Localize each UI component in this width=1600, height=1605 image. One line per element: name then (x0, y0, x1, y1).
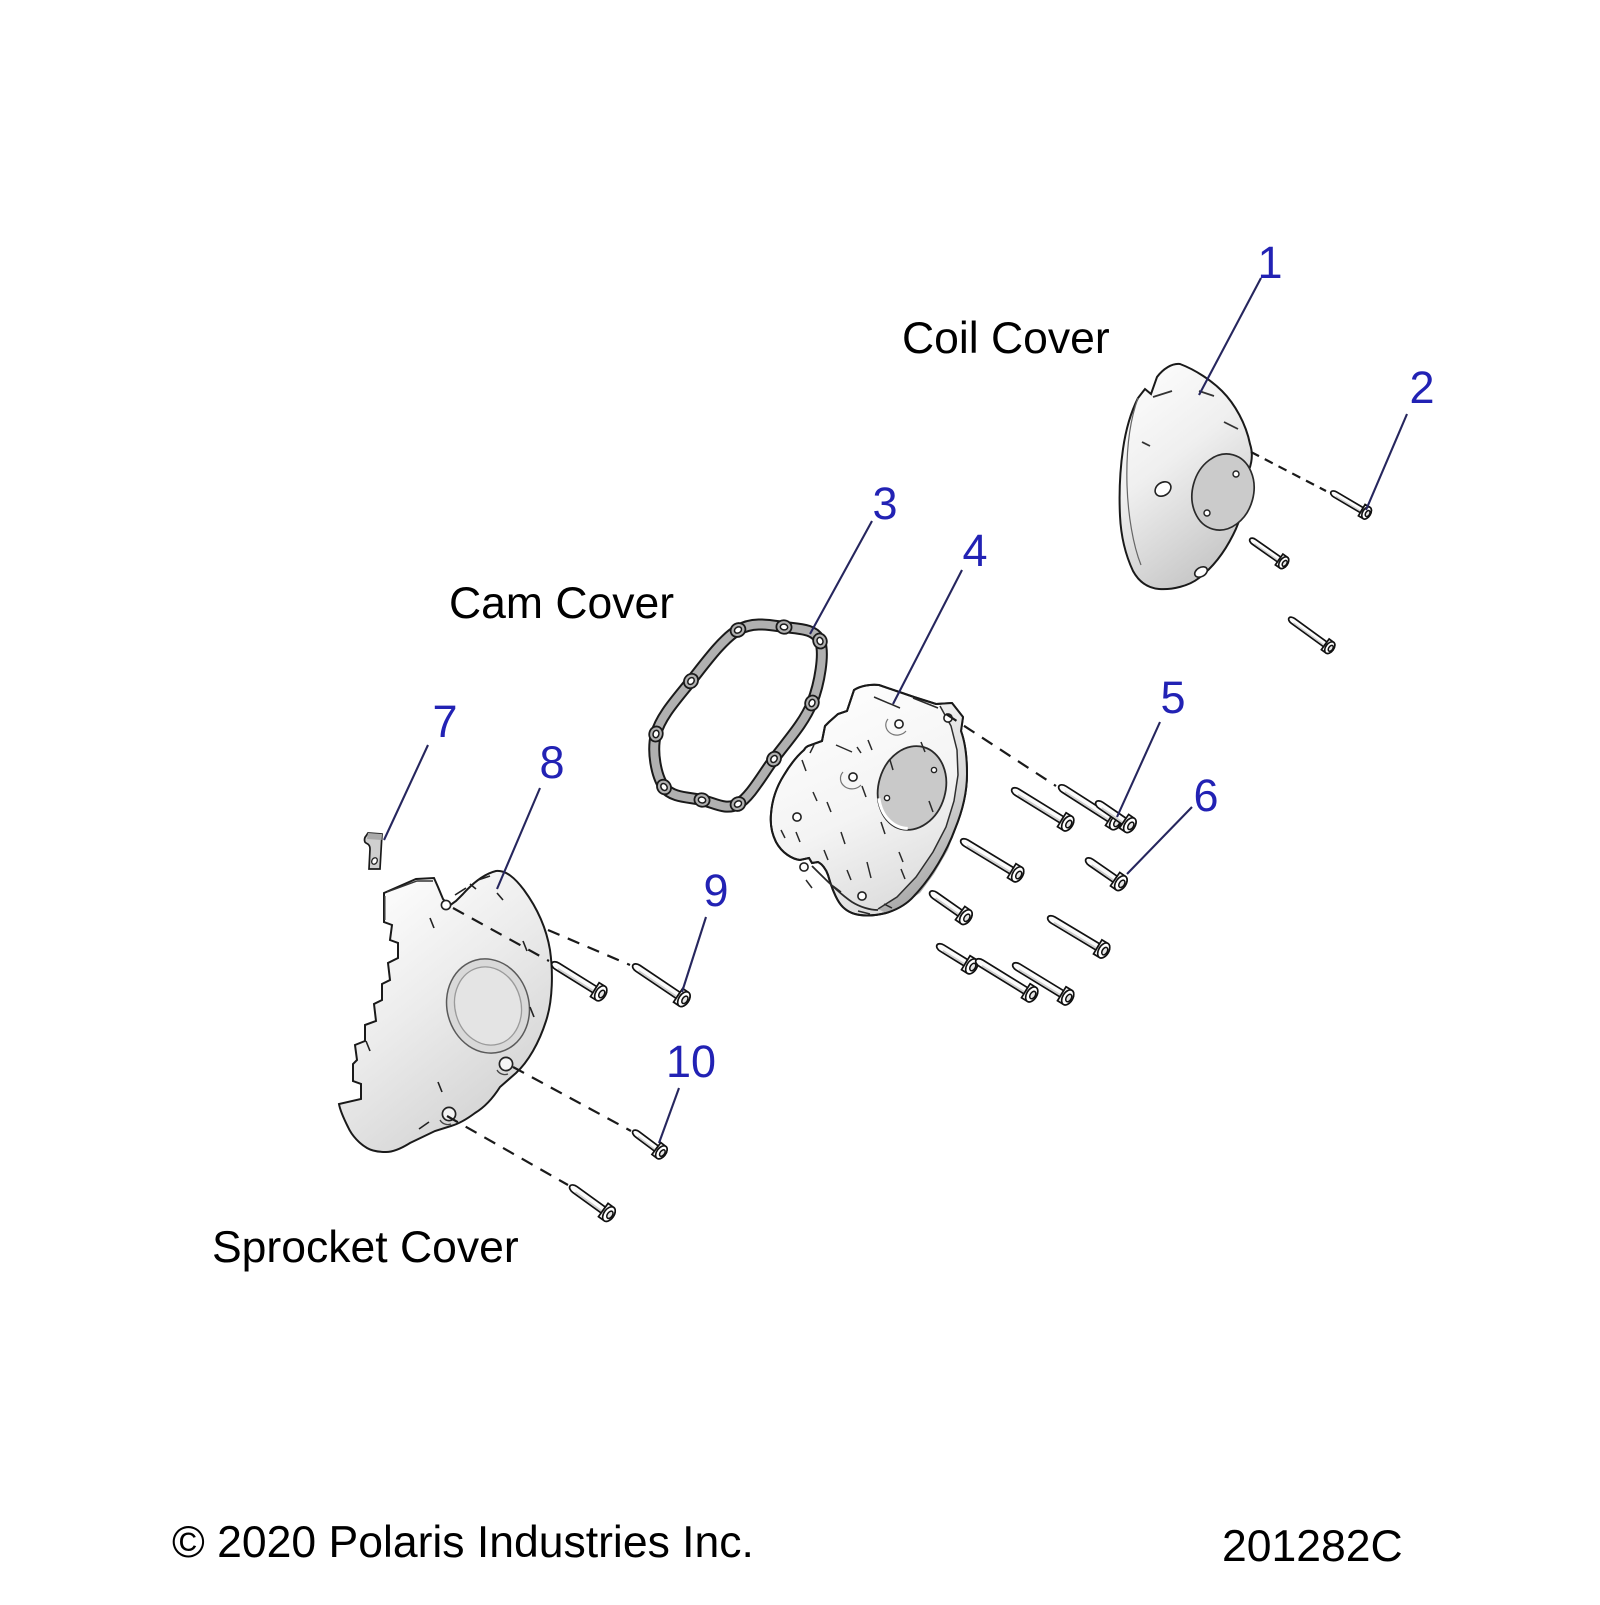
svg-text:7: 7 (432, 696, 457, 747)
svg-text:8: 8 (539, 737, 564, 788)
svg-text:1: 1 (1257, 237, 1282, 288)
svg-text:3: 3 (872, 478, 897, 529)
svg-text:© 2020 Polaris Industries Inc.: © 2020 Polaris Industries Inc. (172, 1518, 754, 1567)
svg-text:201282C: 201282C (1222, 1522, 1403, 1571)
svg-text:4: 4 (962, 525, 987, 576)
svg-text:2: 2 (1409, 362, 1434, 413)
svg-text:6: 6 (1193, 770, 1218, 821)
svg-text:Cam Cover: Cam Cover (449, 579, 674, 628)
svg-text:Sprocket Cover: Sprocket Cover (212, 1223, 519, 1272)
svg-text:9: 9 (703, 865, 728, 916)
svg-text:5: 5 (1160, 672, 1185, 723)
svg-text:10: 10 (666, 1036, 716, 1087)
svg-text:Coil Cover: Coil Cover (902, 314, 1110, 363)
